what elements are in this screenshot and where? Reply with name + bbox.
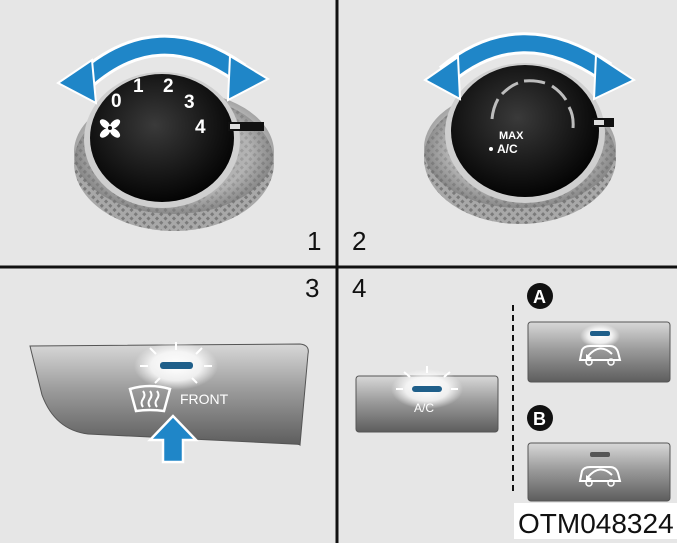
fan-speed-4: 4 bbox=[195, 117, 206, 138]
fan-speed-0: 0 bbox=[111, 91, 122, 112]
figure-code: OTM048324 bbox=[518, 508, 674, 539]
car-recirculation-icon bbox=[578, 466, 622, 487]
press-arrow-up bbox=[147, 414, 199, 464]
recirc-label-a: A bbox=[527, 283, 553, 309]
fan-speed-knob[interactable]: 0 1 2 3 4 bbox=[74, 72, 274, 231]
recirc-label-b-text: B bbox=[533, 409, 546, 429]
recirc-label-b: B bbox=[527, 405, 553, 431]
ac-indicator-light bbox=[412, 386, 442, 392]
recirc-button-a-on[interactable] bbox=[527, 321, 671, 383]
ac-indicator-rays bbox=[396, 366, 458, 390]
ac-button[interactable]: A/C bbox=[355, 366, 499, 433]
recirc-a-indicator-light bbox=[590, 331, 610, 336]
recirc-b-indicator-light bbox=[590, 452, 610, 457]
panel-number-3: 3 bbox=[305, 273, 319, 303]
recirc-button-b-off[interactable] bbox=[527, 442, 671, 502]
fan-icon bbox=[99, 119, 121, 138]
temperature-scale-dashes bbox=[490, 79, 575, 129]
knob-indicator-mark bbox=[228, 122, 264, 131]
front-defrost-label: FRONT bbox=[180, 391, 229, 407]
temperature-knob[interactable]: MAX A/C bbox=[424, 63, 616, 224]
front-defrost-button[interactable]: FRONT bbox=[29, 342, 309, 447]
car-recirculation-icon bbox=[578, 345, 622, 366]
panel-number-1: 1 bbox=[307, 226, 321, 256]
temp-knob-label-ac: A/C bbox=[497, 142, 518, 156]
rotate-arrow-fan bbox=[56, 34, 271, 105]
temp-knob-label-max: MAX bbox=[499, 130, 524, 142]
panel-number-2: 2 bbox=[352, 226, 366, 256]
rotate-arrow-temp bbox=[423, 32, 637, 101]
figure-code-bg bbox=[514, 503, 677, 539]
front-defrost-icon bbox=[128, 384, 172, 413]
panel-number-4: 4 bbox=[352, 273, 366, 303]
defrost-indicator-rays bbox=[140, 342, 212, 384]
ac-button-label: A/C bbox=[414, 401, 434, 415]
fan-speed-1: 1 bbox=[133, 76, 144, 97]
fan-speed-3: 3 bbox=[184, 92, 195, 113]
fan-speed-2: 2 bbox=[163, 76, 174, 97]
defrost-indicator-light bbox=[160, 362, 193, 369]
recirc-label-a-text: A bbox=[533, 287, 546, 307]
